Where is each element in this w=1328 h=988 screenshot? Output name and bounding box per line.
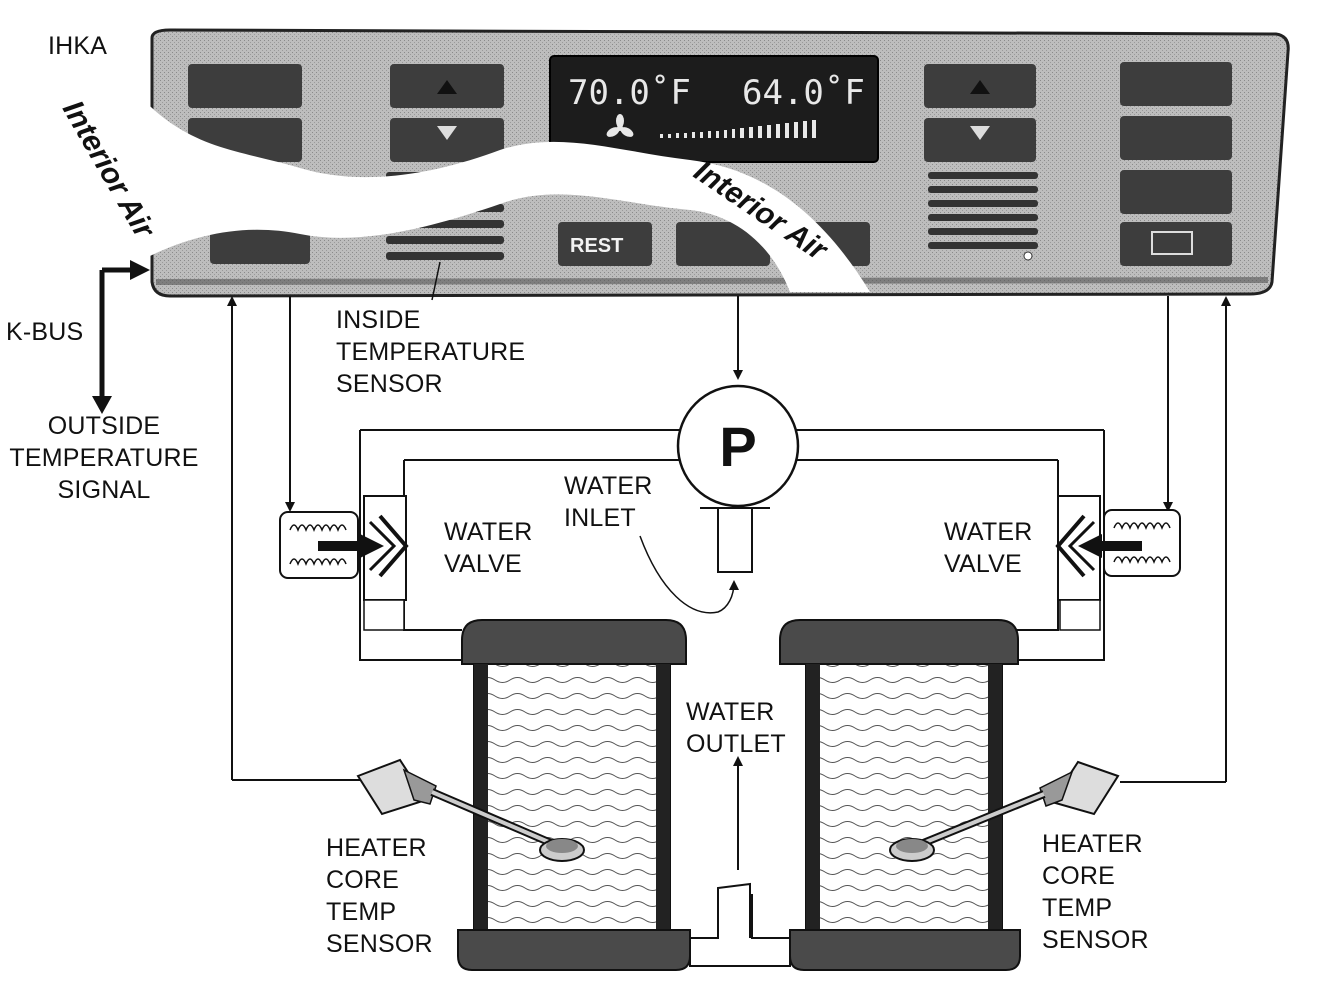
heater-core-temp-sensor-right-label: HEATER CORE TEMP SENSOR <box>1042 830 1149 954</box>
k-bus-label: K-BUS <box>6 318 84 346</box>
recirculation-button[interactable] <box>1120 170 1232 214</box>
rest-button-label: REST <box>570 235 623 257</box>
heater-core-left <box>457 619 691 971</box>
rear-defrost-button[interactable] <box>1120 222 1232 266</box>
fan-speed-bar <box>660 120 816 138</box>
down-arrow-icon <box>970 126 990 140</box>
heater-core-right <box>779 619 1021 971</box>
right-temp-controls <box>924 64 1038 261</box>
auto-button[interactable] <box>210 224 310 264</box>
defrost-mode-button[interactable] <box>188 64 302 108</box>
water-valve-right <box>1055 495 1101 631</box>
fan-down-button[interactable] <box>676 222 770 266</box>
outside-temperature-signal-label: OUTSIDE TEMPERATURE SIGNAL <box>9 412 199 504</box>
pump-icon: P <box>676 384 800 508</box>
water-outlet-label: WATER OUTLET <box>686 698 786 758</box>
rest-button[interactable] <box>558 222 652 266</box>
heater-core-temp-sensor-left-label: HEATER CORE TEMP SENSOR <box>326 834 433 958</box>
signal-lines <box>227 261 1231 870</box>
k-bus-arrows <box>92 260 150 414</box>
water-valve-left-label: WATER VALVE <box>444 518 533 578</box>
water-valve-left <box>363 495 409 631</box>
seat-heat-button[interactable] <box>1120 62 1232 106</box>
temp-sensor-icon <box>889 760 1120 862</box>
lcd-display: 70.0˚F 64.0˚F <box>549 55 879 163</box>
ihka-label: IHKA <box>48 32 108 60</box>
fan-icon <box>606 114 634 137</box>
water-inlet-label: WATER INLET <box>564 472 653 532</box>
down-arrow-icon <box>437 126 457 140</box>
ihka-control-panel: 70.0˚F 64.0˚F REST <box>56 28 1290 298</box>
indicator-led <box>1023 251 1033 261</box>
water-valve-right-label: WATER VALVE <box>944 518 1033 578</box>
left-temperature-readout: 70.0˚F <box>568 73 691 113</box>
right-temperature-readout: 64.0˚F <box>742 73 865 113</box>
interior-air-flow <box>140 96 870 292</box>
temp-sensor-icon <box>356 758 585 862</box>
pump-label: P <box>719 415 756 478</box>
panel-grille-right <box>928 172 1038 249</box>
mode-buttons-right <box>1120 62 1232 266</box>
up-arrow-icon <box>437 80 457 94</box>
up-arrow-icon <box>970 80 990 94</box>
inside-temperature-sensor-label: INSIDE TEMPERATURE SENSOR <box>336 306 526 398</box>
max-ac-button[interactable] <box>1120 116 1232 160</box>
water-inlet-arrow <box>639 535 739 614</box>
